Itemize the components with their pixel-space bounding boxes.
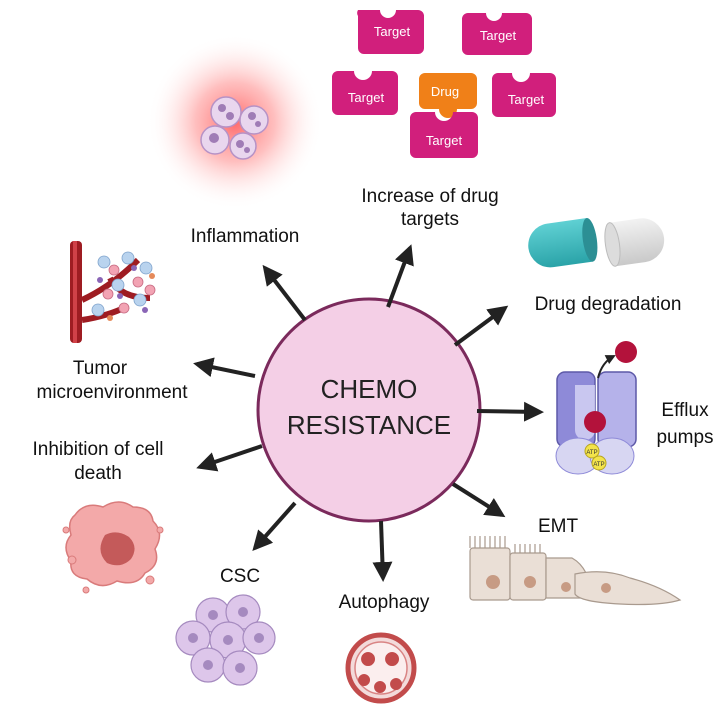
drug-targets-illustration: Target Target Target Target Drug Target bbox=[332, 10, 556, 158]
center-circle: CHEMO RESISTANCE bbox=[256, 297, 482, 523]
arrow-tumor bbox=[193, 357, 256, 378]
arrow-autophagy bbox=[372, 520, 393, 582]
arrow-inflammation bbox=[262, 264, 307, 322]
drug-degradation-illustration bbox=[528, 218, 665, 268]
label-efflux-line1: Efflux bbox=[661, 400, 709, 421]
center-title-line2: RESISTANCE bbox=[287, 410, 451, 440]
label-cell-death-line1: Inhibition of cell bbox=[33, 439, 164, 460]
svg-text:Target: Target bbox=[374, 24, 411, 39]
svg-text:Target: Target bbox=[480, 28, 517, 43]
arrow-drug-targets bbox=[386, 244, 414, 308]
inflammation-illustration bbox=[147, 34, 323, 210]
arrows bbox=[193, 244, 544, 582]
label-inflammation: Inflammation bbox=[191, 226, 300, 247]
label-tumor-line1: Tumor bbox=[73, 358, 128, 379]
label-drug-targets-line1: Increase of drug bbox=[361, 186, 498, 207]
drug-block: Drug bbox=[419, 73, 477, 118]
svg-text:Drug: Drug bbox=[431, 84, 459, 99]
atp-label-1: ATP bbox=[586, 450, 597, 456]
arrow-csc bbox=[252, 501, 297, 551]
target-block-2: Target bbox=[462, 13, 532, 55]
target-block-4: Target bbox=[492, 73, 556, 117]
target-block-1: Target bbox=[357, 10, 424, 54]
efflux-pump-illustration: ATP ATP bbox=[555, 341, 637, 475]
label-drug-degradation: Drug degradation bbox=[535, 294, 682, 315]
svg-text:Target: Target bbox=[426, 133, 463, 148]
target-block-5: Target bbox=[410, 112, 478, 158]
arrow-drug-degradation bbox=[453, 305, 509, 347]
target-block-3: Target bbox=[332, 71, 398, 115]
center-title-line1: CHEMO bbox=[321, 374, 418, 404]
autophagy-illustration bbox=[345, 632, 417, 704]
tumor-microenvironment-illustration bbox=[70, 241, 156, 343]
label-efflux-line2: pumps bbox=[656, 427, 713, 448]
arrow-cell-death bbox=[196, 444, 263, 472]
capsule-gray bbox=[604, 218, 665, 267]
svg-text:Target: Target bbox=[508, 92, 545, 107]
csc-illustration bbox=[175, 594, 276, 686]
atp-label-2: ATP bbox=[593, 462, 604, 468]
svg-text:Target: Target bbox=[348, 90, 385, 105]
capsule-teal bbox=[528, 218, 598, 268]
arrow-efflux bbox=[476, 401, 544, 422]
cell-death-illustration bbox=[62, 501, 164, 594]
arrow-emt bbox=[451, 482, 506, 518]
emt-illustration bbox=[469, 536, 682, 606]
label-csc: CSC bbox=[220, 566, 260, 587]
label-autophagy: Autophagy bbox=[339, 592, 430, 613]
label-tumor-line2: microenvironment bbox=[37, 382, 189, 403]
label-emt: EMT bbox=[538, 516, 579, 537]
label-drug-targets-line2: targets bbox=[401, 209, 459, 230]
label-cell-death-line2: death bbox=[74, 463, 122, 484]
